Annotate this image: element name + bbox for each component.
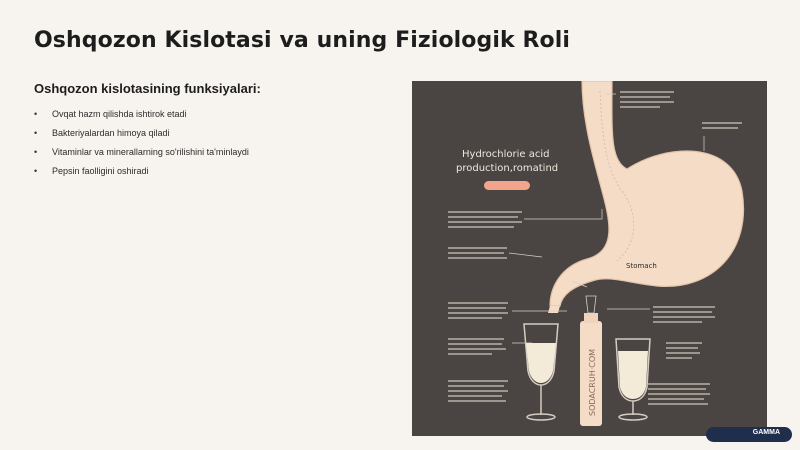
brand-badge[interactable]: GAMMA <box>706 427 792 442</box>
bottle-label: SODACRUH·COM <box>588 349 597 416</box>
bullet-icon: • <box>34 109 38 119</box>
brand-text: GAMMA <box>752 429 780 436</box>
stomach-illustration-svg: Hydrochlorie acid production,romatind St… <box>448 81 744 426</box>
bottle: SODACRUH·COM <box>580 295 602 426</box>
figure-heading-line2: production,romatind <box>456 163 558 174</box>
slide-title: Oshqozon Kislotasi va uning Fiziologik R… <box>34 28 571 53</box>
list-item: • Bakteriyalardan himoya qiladi <box>34 127 249 146</box>
function-text: Bakteriyalardan himoya qiladi <box>52 128 170 138</box>
bullet-icon: • <box>34 166 38 176</box>
annotation-blocks <box>448 91 742 405</box>
stomach-label: Stomach <box>626 262 657 270</box>
list-item: • Pepsin faolligini oshiradi <box>34 165 249 184</box>
function-text: Ovqat hazm qilishda ishtirok etadi <box>52 109 187 119</box>
stomach-organ <box>548 81 744 313</box>
function-text: Pepsin faolligini oshiradi <box>52 166 149 176</box>
functions-list: • Ovqat hazm qilishda ishtirok etadi • Bak… <box>34 108 249 184</box>
pill-highlight <box>484 181 530 190</box>
list-item: • Ovqat hazm qilishda ishtirok etadi <box>34 108 249 127</box>
bullet-icon: • <box>34 128 38 138</box>
list-item: • Vitaminlar va minerallarning so'rilishi… <box>34 146 249 165</box>
figure-heading-line1: Hydrochlorie acid <box>462 149 550 160</box>
glass-right <box>615 338 651 421</box>
section-heading: Oshqozon kislotasining funksiyalari: <box>34 81 261 96</box>
bullet-icon: • <box>34 147 38 157</box>
glass-left <box>523 323 559 421</box>
function-text: Vitaminlar va minerallarning so'rilishin… <box>52 147 249 157</box>
stomach-illustration: Hydrochlorie acid production,romatind St… <box>412 81 767 436</box>
